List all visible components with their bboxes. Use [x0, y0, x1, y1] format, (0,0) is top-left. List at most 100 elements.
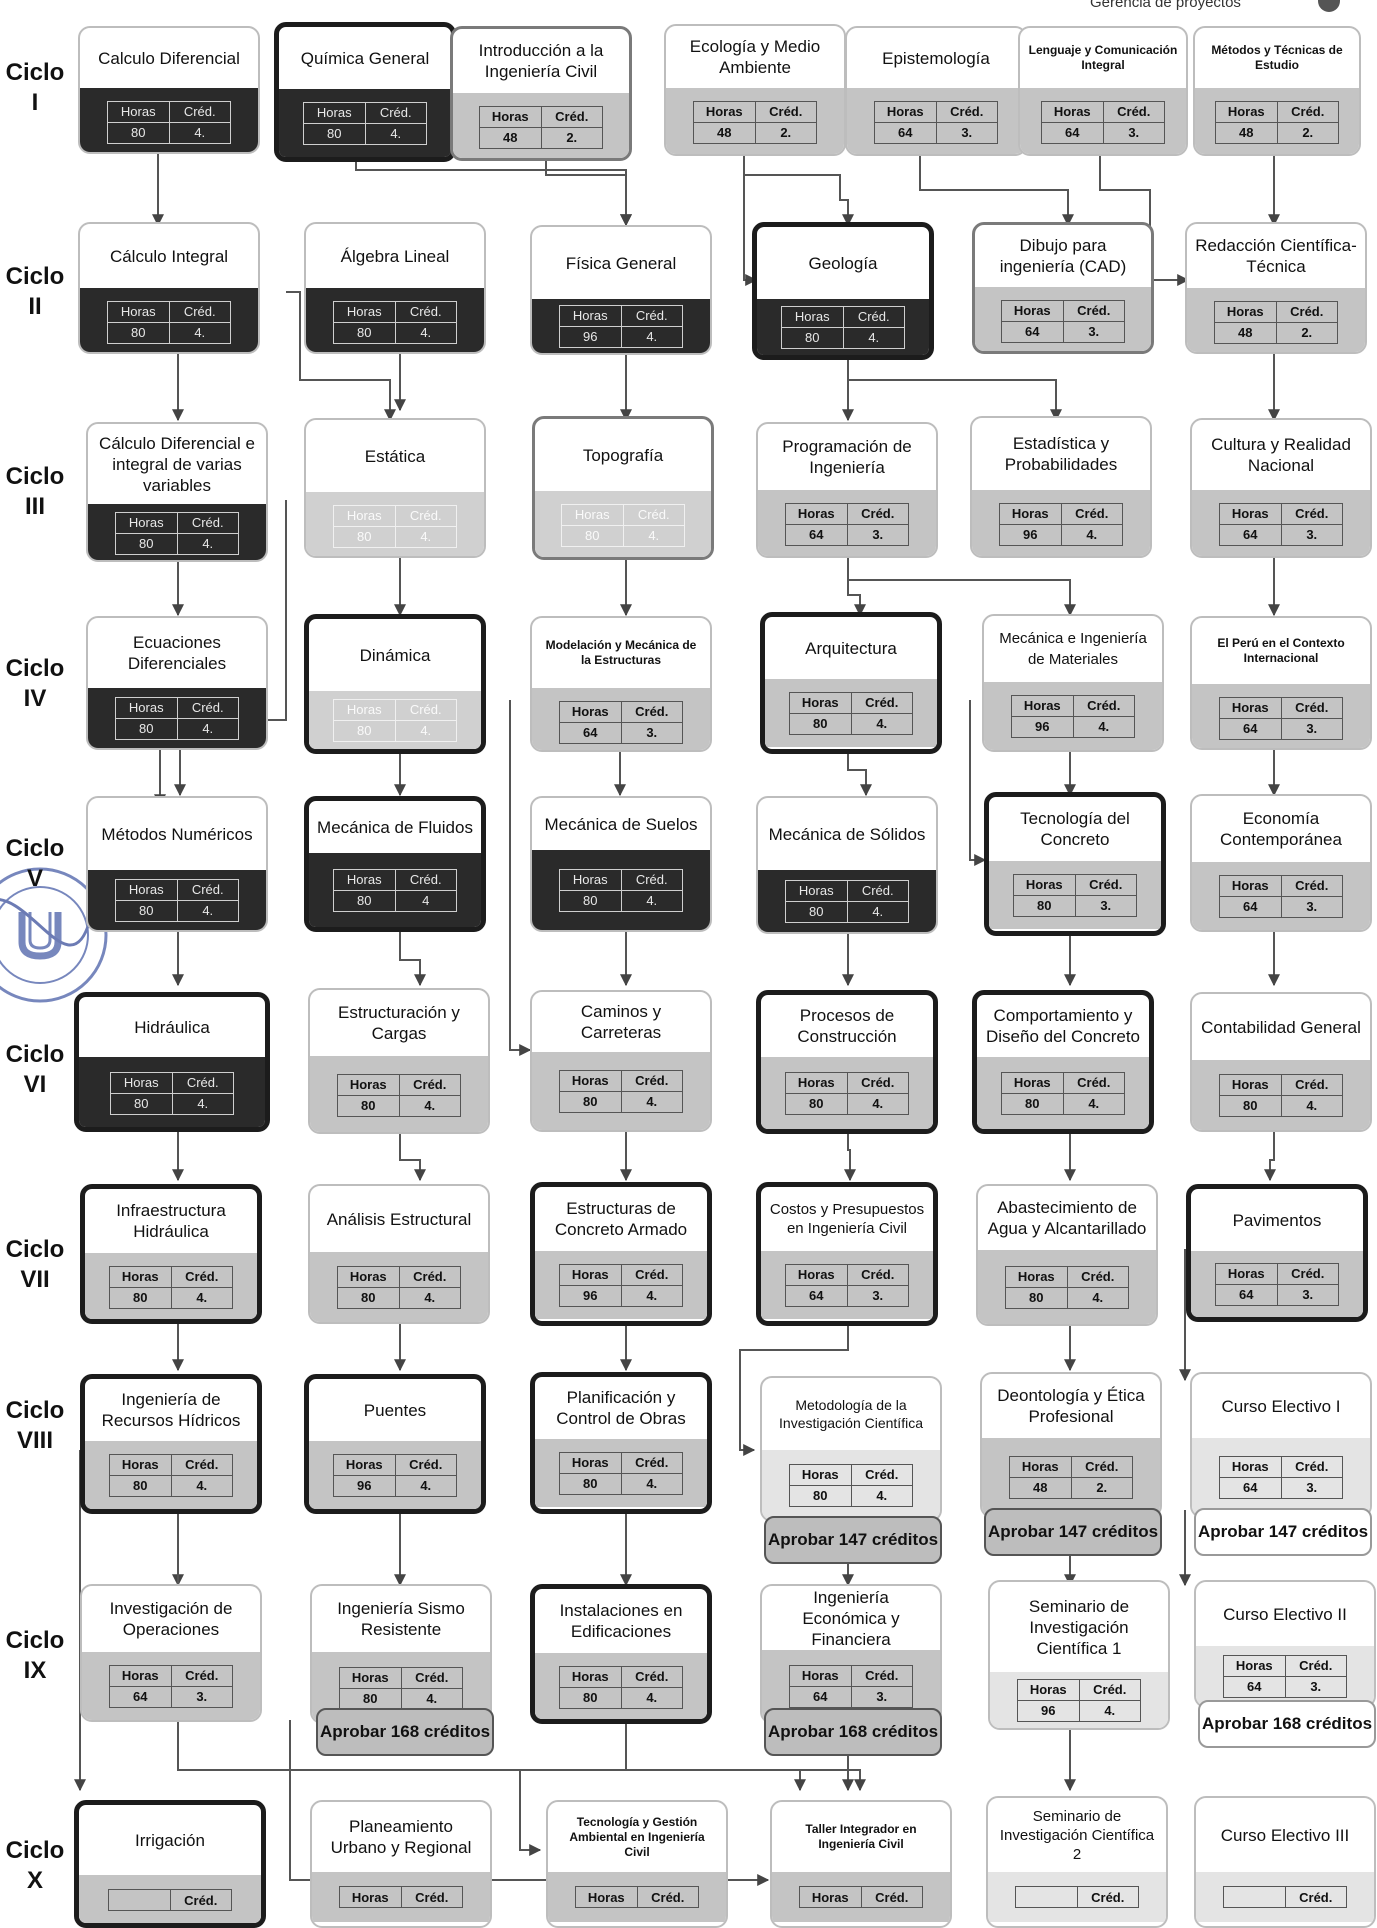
header-dot	[1318, 0, 1340, 12]
course-name: Ingeniería Económica y Financiera	[802, 1587, 900, 1649]
requirement-badge: Aprobar 168 créditos	[1198, 1700, 1376, 1748]
course-name: Álgebra Lineal	[340, 246, 450, 266]
header-note: Gerencia de proyectos	[1090, 0, 1241, 11]
course-tecnologia-gestion-ambiental[interactable]: Tecnología y Gestión Ambiental en Ingeni…	[546, 1800, 728, 1928]
hours-credits-band: Créd.	[1196, 1872, 1374, 1922]
course-intro-ingenieria-civil[interactable]: Introducción a la Ingeniería Civil Horas…	[450, 26, 632, 161]
course-calc-varias-variables[interactable]: Cálculo Diferencial e integral de varias…	[86, 422, 268, 562]
course-name: Seminario de Investigación Científica 2	[999, 1807, 1155, 1863]
course-taller-integrador[interactable]: Taller Integrador en Ingeniería Civil Ho…	[770, 1800, 952, 1928]
course-irrigacion[interactable]: Irrigación Créd.	[74, 1800, 266, 1928]
course-name: Tecnología del Concreto	[1020, 809, 1130, 849]
course-name: Dinámica	[359, 645, 431, 665]
course-peru-contexto[interactable]: El Perú en el Contexto Internacional Hor…	[1190, 616, 1372, 750]
course-name: Mecánica de Sólidos	[768, 824, 926, 844]
course-name: Química General	[300, 48, 430, 68]
course-seminario-2[interactable]: Seminario de Investigación Científica 2 …	[986, 1796, 1168, 1928]
hours-credits-band: Créd.	[988, 1872, 1166, 1922]
course-name: Cultura y Realidad Nacional	[1211, 435, 1351, 475]
course-electivo-3[interactable]: Curso Electivo III Créd.	[1194, 1796, 1376, 1928]
course-modelacion[interactable]: Modelación y Mecánica de la Estructuras …	[530, 616, 712, 752]
course-comportamiento-concreto[interactable]: Comportamiento y Diseño del Concreto Hor…	[972, 990, 1154, 1134]
course-mecanica-materiales[interactable]: Mecánica e Ingeniería de Materiales Hora…	[982, 614, 1164, 752]
course-seminario-1[interactable]: Seminario de Investigación Científica 1 …	[988, 1580, 1170, 1730]
university-stamp	[0, 867, 108, 1003]
course-name: Métodos Numéricos	[101, 824, 253, 844]
course-metodologia-investigacion[interactable]: Metodología de la Investigación Científi…	[760, 1376, 942, 1522]
course-name: Estática	[364, 446, 426, 466]
requirement-badge: Aprobar 147 créditos	[1194, 1508, 1372, 1556]
course-abastecimiento-agua[interactable]: Abastecimiento de Agua y Alcantarillado …	[976, 1184, 1158, 1326]
course-costos-presupuestos[interactable]: Costos y Presupuestos en Ingeniería Civi…	[756, 1182, 938, 1326]
course-name: Estructuración y Cargas	[338, 1003, 460, 1043]
course-name: Arquitectura	[805, 638, 897, 658]
course-name: Procesos de Construcción	[797, 1006, 897, 1046]
course-name: Geología	[808, 253, 878, 273]
